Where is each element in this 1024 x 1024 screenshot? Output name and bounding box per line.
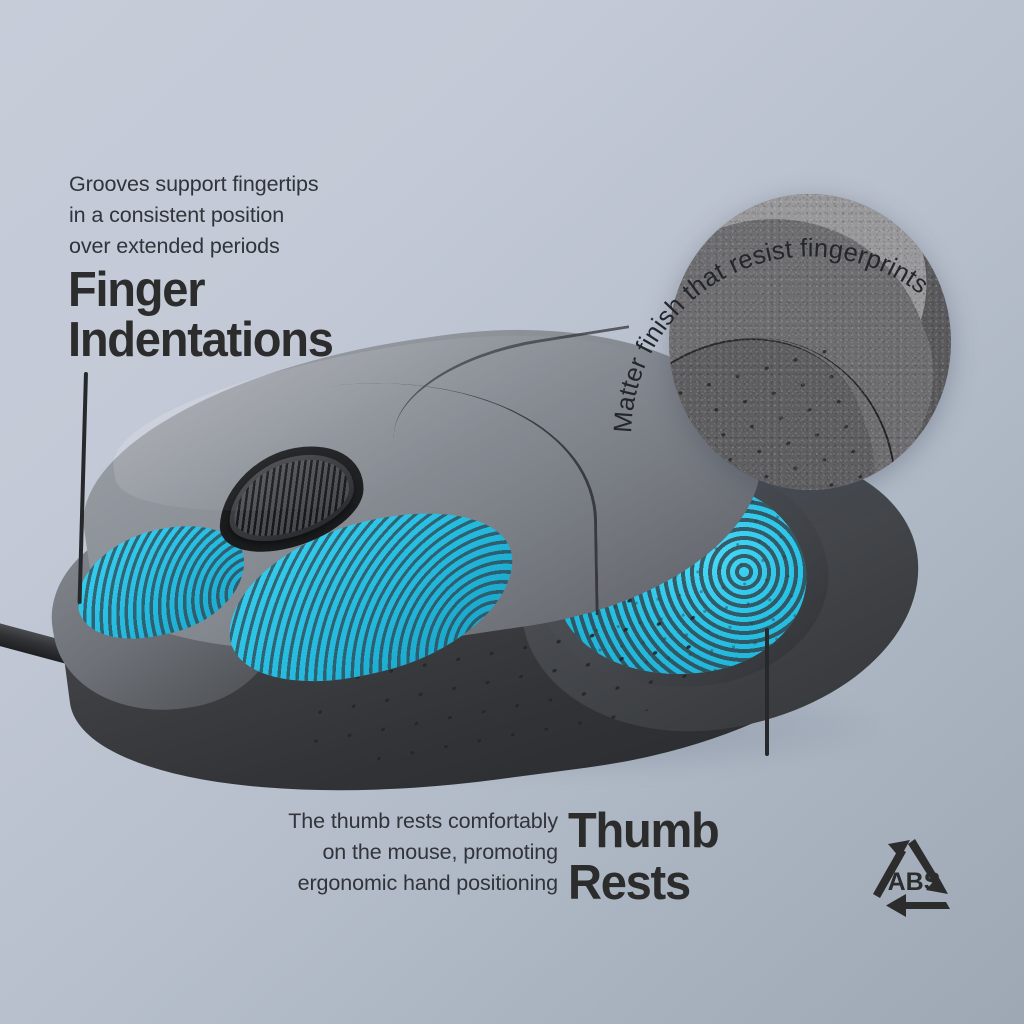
abs-material-label: ABS [888,868,941,896]
thumb-rests-heading: Thumb Rests [568,804,720,910]
thumb-rests-description: The thumb rests comfortably on the mouse… [288,809,558,895]
finger-indentations-description: Grooves support fingertips in a consiste… [69,172,319,258]
magnifier-grain-noise [669,194,951,490]
thumb-rests-leader-line [765,628,769,756]
matte-finish-magnifier [669,194,951,490]
curved-caption-text: Matter finish that resist fingerprints [609,234,933,433]
finger-indentations-heading: Finger Indentations [68,263,334,367]
abs-recycling-icon: ABS [873,839,950,917]
magnifier-curved-caption: Matter finish that resist fingerprints [609,234,933,433]
mouse-illustration [0,291,938,834]
